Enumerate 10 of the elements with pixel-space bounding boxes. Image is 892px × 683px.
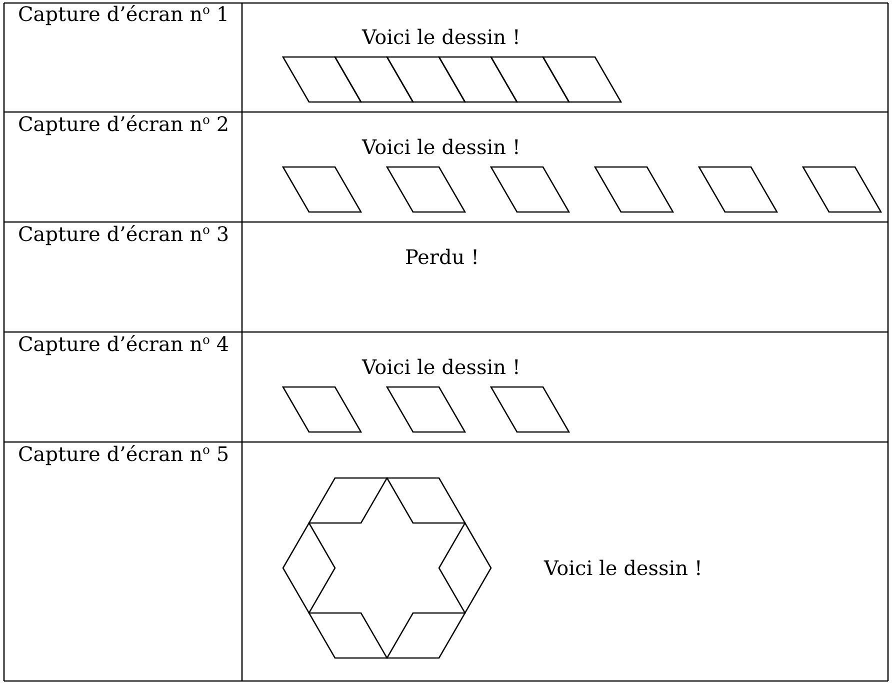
- screenshot-caption: Capture d’écran n$^{o}$ 5: [18, 442, 230, 466]
- screenshot-caption: Capture d’écran n$^{o}$ 1: [18, 2, 230, 26]
- message-text: Voici le dessin !: [362, 355, 520, 379]
- message-text: Voici le dessin !: [362, 135, 520, 159]
- screenshot-caption: Capture d’écran n$^{o}$ 4: [18, 332, 230, 356]
- screenshot-caption: Capture d’écran n$^{o}$ 3: [18, 222, 230, 246]
- message-text: Perdu !: [405, 245, 480, 269]
- screenshot-caption: Capture d’écran n$^{o}$ 2: [18, 112, 230, 136]
- message-text: Voici le dessin !: [362, 25, 520, 49]
- message-text: Voici le dessin !: [544, 556, 702, 580]
